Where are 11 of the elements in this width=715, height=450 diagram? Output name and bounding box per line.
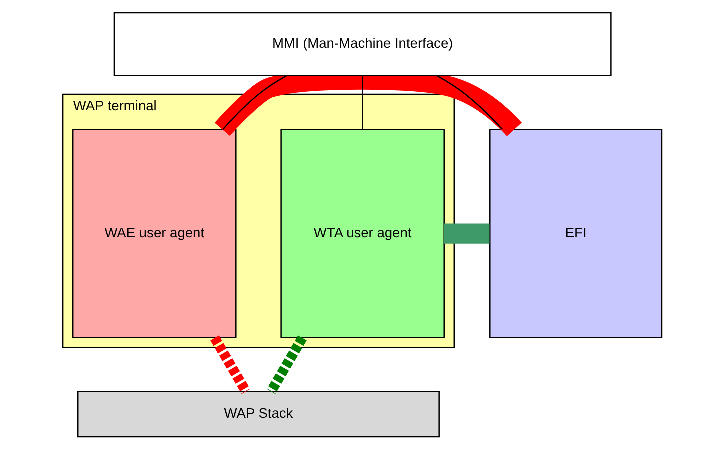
connector <box>436 75 504 130</box>
connector <box>444 224 490 244</box>
node-box: WAE user agent <box>72 129 237 339</box>
node-box: WTA user agent <box>280 129 445 339</box>
node-box: EFI <box>490 129 663 339</box>
connector <box>210 336 251 394</box>
connector <box>222 75 288 130</box>
connector <box>266 336 307 394</box>
node-box: WAP Stack <box>77 391 440 438</box>
node-box: MMI (Man-Machine Interface) <box>114 12 612 76</box>
connector <box>362 76 364 130</box>
